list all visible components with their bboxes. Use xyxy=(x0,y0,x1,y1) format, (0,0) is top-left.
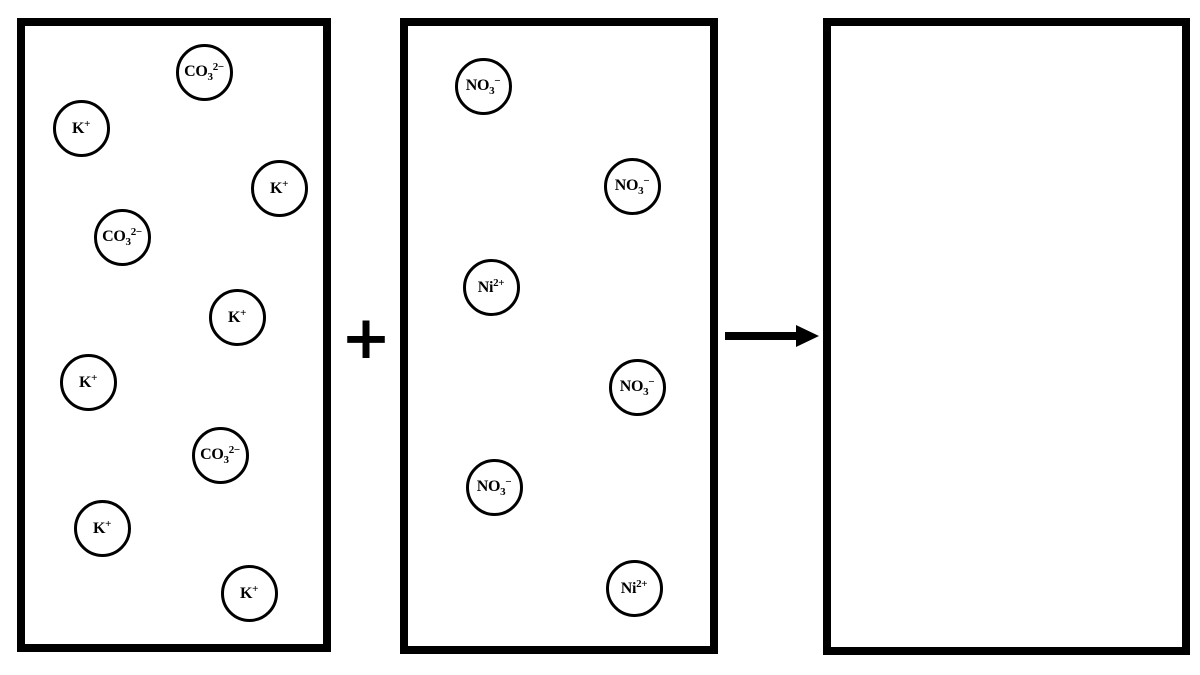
ion-circle-k: K+ xyxy=(250,159,308,217)
ion-formula: CO32− xyxy=(184,60,224,83)
ion-formula: K+ xyxy=(92,518,112,537)
product-box xyxy=(823,18,1190,655)
ion-circle-k: K+ xyxy=(52,99,110,157)
ion-circle-k: K+ xyxy=(208,288,266,346)
ion-circle-k: K+ xyxy=(59,353,117,411)
ion-formula: NO3− xyxy=(465,74,501,97)
reactant-b-box xyxy=(400,18,718,654)
ion-formula: CO32− xyxy=(102,225,142,248)
ion-circle-co3: CO32− xyxy=(191,426,249,484)
ion-formula: K+ xyxy=(239,583,259,602)
ion-circle-ni: Ni2+ xyxy=(462,258,520,316)
ion-formula: Ni2+ xyxy=(477,277,505,296)
ion-circle-no3: NO3− xyxy=(465,458,523,516)
ion-formula: NO3− xyxy=(476,475,512,498)
ion-circle-no3: NO3− xyxy=(454,57,512,115)
ion-formula: NO3− xyxy=(619,375,655,398)
ion-formula: K+ xyxy=(269,178,289,197)
ion-circle-k: K+ xyxy=(73,499,131,557)
ion-formula: CO32− xyxy=(200,443,240,466)
ion-circle-co3: CO32− xyxy=(175,43,233,101)
reaction-arrow-icon xyxy=(725,325,819,347)
ion-circle-no3: NO3− xyxy=(603,157,661,215)
ion-formula: K+ xyxy=(227,307,247,326)
ion-formula: NO3− xyxy=(614,174,650,197)
ion-circle-k: K+ xyxy=(220,564,278,622)
ion-formula: K+ xyxy=(71,118,91,137)
plus-operator: + xyxy=(340,303,392,373)
ion-formula: K+ xyxy=(78,372,98,391)
ion-formula: Ni2+ xyxy=(620,578,648,597)
ion-circle-ni: Ni2+ xyxy=(605,559,663,617)
ion-circle-no3: NO3− xyxy=(608,358,666,416)
ion-circle-co3: CO32− xyxy=(93,208,151,266)
